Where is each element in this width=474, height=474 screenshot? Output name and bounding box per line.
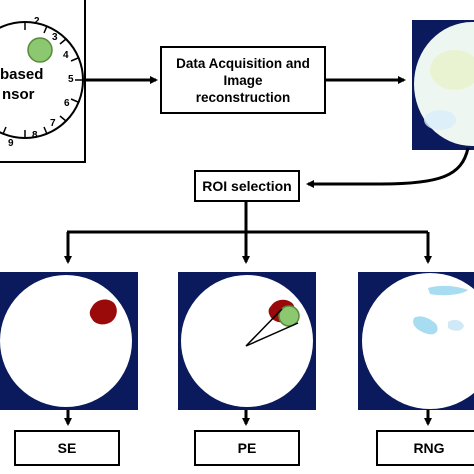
pe-image bbox=[178, 272, 316, 410]
acquisition-box: Data Acquisition and Image reconstructio… bbox=[160, 46, 326, 114]
reconstructed-image-tint bbox=[430, 50, 474, 90]
electrode-number-8: 8 bbox=[32, 130, 38, 141]
acquisition-line2: Image bbox=[223, 72, 263, 88]
se-roi-blob bbox=[89, 299, 117, 325]
electrode-number-6: 6 bbox=[64, 98, 70, 109]
rng-image bbox=[358, 272, 474, 410]
acquisition-line1: Data Acquisition and bbox=[176, 55, 310, 71]
sensor-inclusion bbox=[27, 37, 53, 63]
roi-selection-box: ROI selection bbox=[194, 170, 300, 202]
electrode-number-4: 4 bbox=[63, 50, 69, 61]
roi-selection-label: ROI selection bbox=[202, 178, 292, 194]
electrode-ticks bbox=[2, 22, 83, 138]
electrode-number-2: 2 bbox=[34, 16, 40, 27]
electrode-number-5: 5 bbox=[68, 74, 74, 85]
rng-artifact bbox=[413, 316, 438, 335]
pe-inclusion bbox=[278, 305, 300, 327]
acquisition-line3: reconstruction bbox=[195, 89, 291, 105]
se-label: SE bbox=[57, 440, 77, 456]
sensor-label-line1: based bbox=[0, 66, 44, 83]
reconstructed-image-tint bbox=[424, 110, 456, 130]
pe-box: PE bbox=[194, 430, 300, 466]
rng-box: RNG bbox=[376, 430, 474, 466]
rng-label: RNG bbox=[413, 440, 445, 456]
se-box: SE bbox=[14, 430, 120, 466]
arrow-image-to-roi bbox=[306, 147, 470, 188]
electrode-number-7: 7 bbox=[50, 118, 56, 129]
sensor-label-line2: nsor bbox=[2, 86, 35, 103]
rng-artifact bbox=[448, 319, 464, 331]
rng-artifact bbox=[428, 285, 468, 296]
pe-label: PE bbox=[237, 440, 257, 456]
se-image bbox=[0, 272, 138, 410]
electrode-number-9: 9 bbox=[8, 138, 14, 149]
electrode-number-3: 3 bbox=[52, 32, 58, 43]
